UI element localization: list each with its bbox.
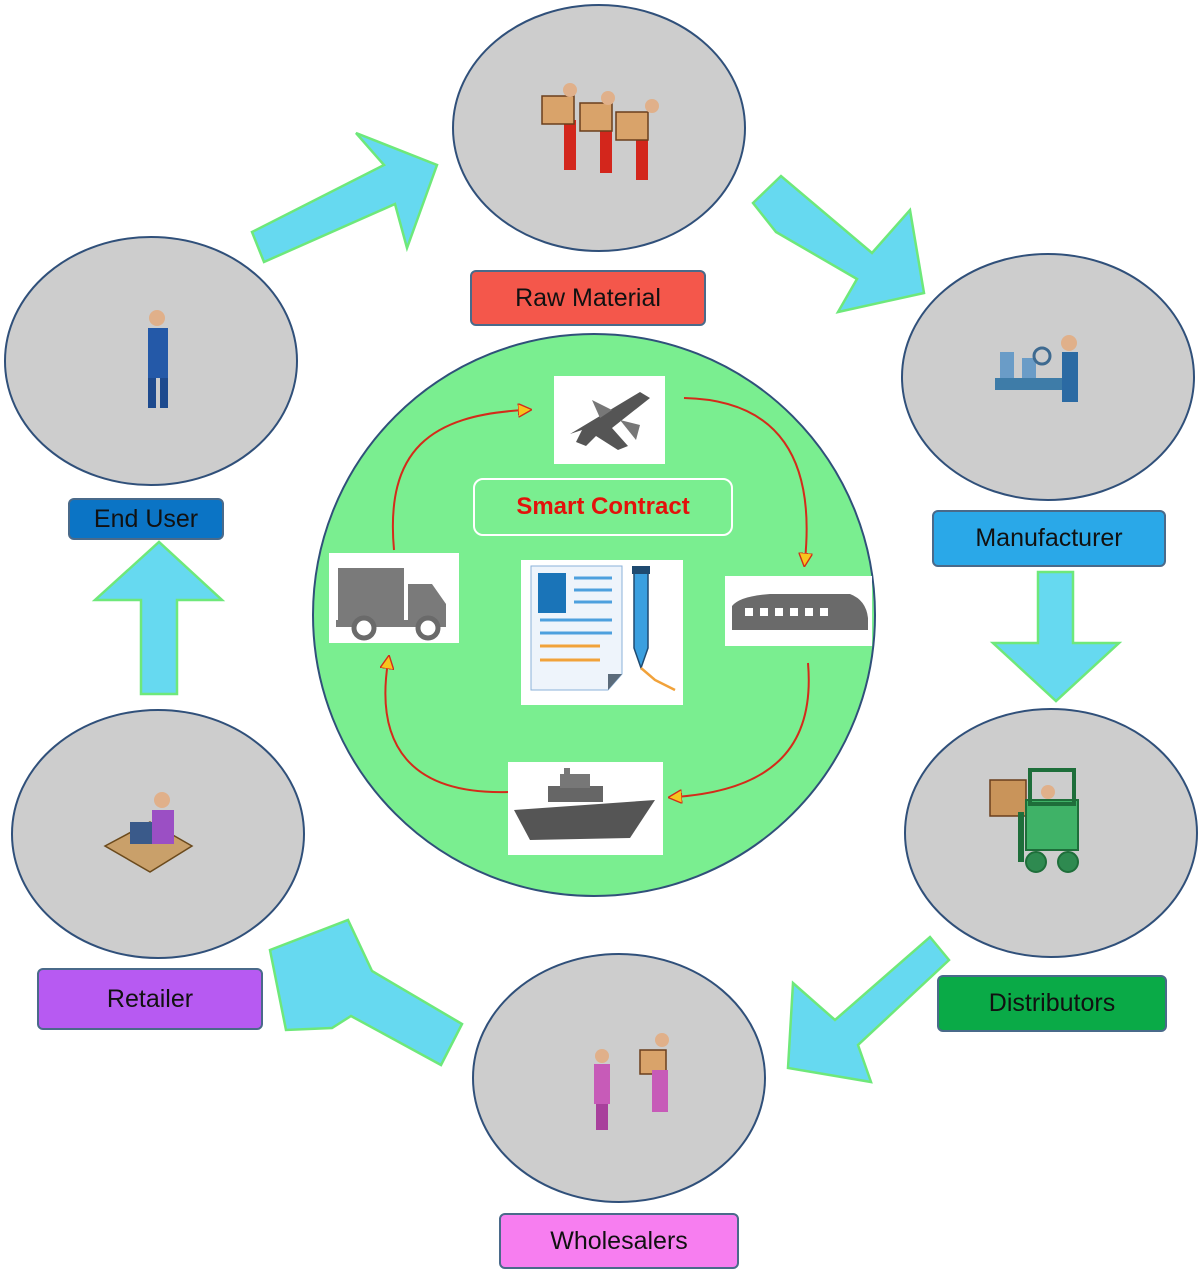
handover-people-icon xyxy=(594,1033,669,1130)
airplane-icon xyxy=(554,376,665,464)
arrow-rawmaterial-to-manufacturer xyxy=(751,174,926,314)
ship-icon xyxy=(508,762,663,855)
arrow-retailer-to-enduser xyxy=(91,540,226,696)
arrow-wholesalers-to-retailer xyxy=(268,918,464,1067)
node-manufacturer xyxy=(901,253,1195,501)
standing-person-icon xyxy=(148,310,168,408)
person-at-computer-icon xyxy=(103,792,194,873)
label-retailer: Retailer xyxy=(37,968,263,1030)
workers-carrying-boxes-icon xyxy=(541,83,659,180)
arrow-manufacturer-to-distributors xyxy=(989,570,1123,703)
arrow-distributors-to-wholesalers xyxy=(786,935,951,1084)
transport-cycle xyxy=(385,397,810,797)
factory-worker-conveyor-icon xyxy=(995,335,1078,402)
contract-document-pen-icon xyxy=(521,560,683,705)
label-distributors: Distributors xyxy=(937,975,1167,1032)
arrow-enduser-to-rawmaterial xyxy=(250,131,439,264)
label-raw-material: Raw Material xyxy=(470,270,706,326)
forklift-icon xyxy=(989,768,1079,873)
label-manufacturer: Manufacturer xyxy=(932,510,1166,567)
flow-arrows xyxy=(91,131,1123,1084)
train-icon xyxy=(725,576,872,646)
cycle-arrow-train-to-ship xyxy=(675,662,810,797)
cycle-arrow-plane-to-train xyxy=(683,397,807,560)
cycle-arrow-ship-to-truck xyxy=(385,662,510,794)
truck-icon xyxy=(329,553,459,643)
label-end-user: End User xyxy=(68,498,224,540)
label-wholesalers: Wholesalers xyxy=(499,1213,739,1269)
smart-contract-title: Smart Contract xyxy=(473,478,733,536)
node-wholesalers xyxy=(472,953,766,1203)
cycle-arrow-truck-to-plane xyxy=(391,410,525,551)
